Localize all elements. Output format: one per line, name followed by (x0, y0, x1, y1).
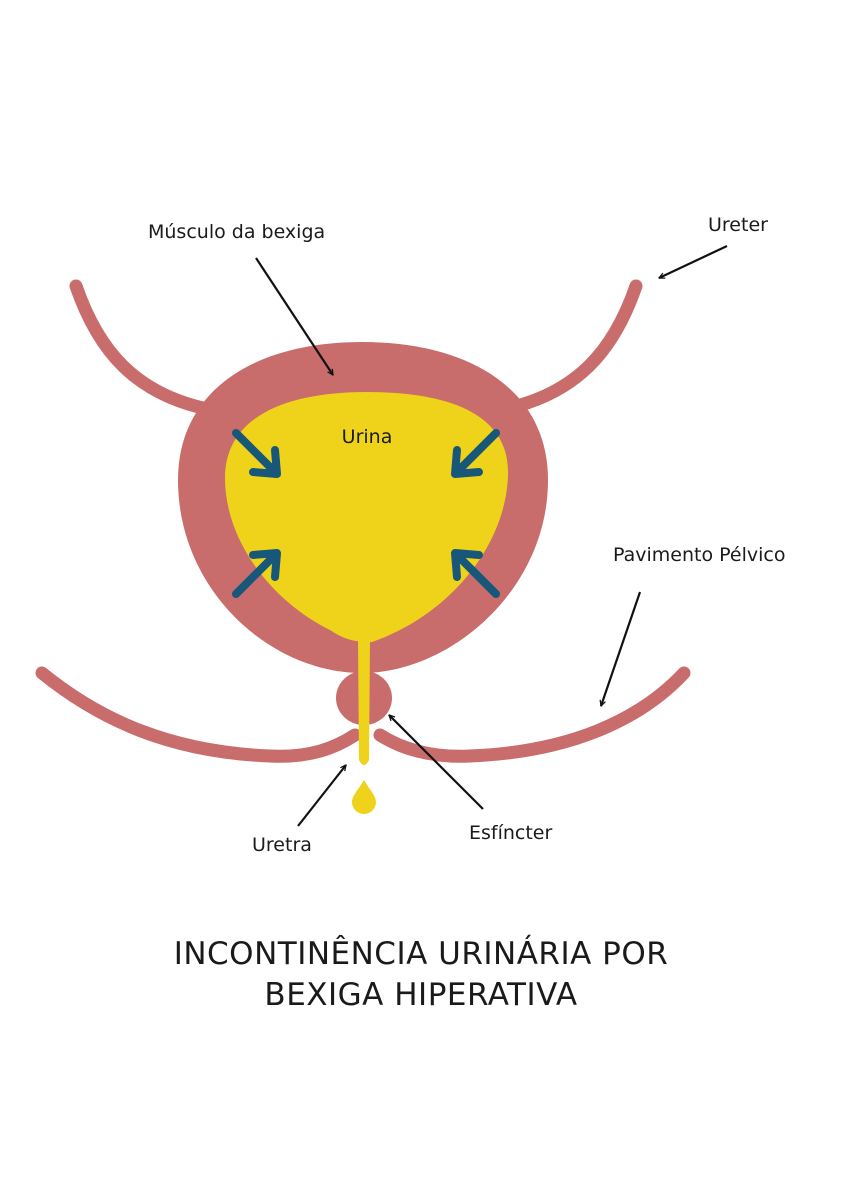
pressure-arrow-bottom-right (451, 549, 500, 598)
label-sphincter: Esfíncter (469, 822, 552, 844)
pelvic-floor-left (35, 666, 362, 763)
pointer-sphincter (389, 715, 484, 810)
label-urethra: Uretra (252, 834, 312, 856)
pelvic-floor-right (373, 666, 691, 763)
pointer-ureter (659, 245, 728, 279)
left-ureter (69, 279, 219, 417)
label-ureter: Ureter (708, 214, 768, 236)
diagram-title-line-2: BEXIGA HIPERATIVA (264, 977, 577, 1013)
pointer-bladder-muscle (255, 257, 334, 375)
pointer-pelvic-floor (601, 591, 642, 706)
urethra (358, 640, 370, 765)
label-bladder-muscle: Músculo da bexiga (148, 221, 325, 243)
diagram-title-line-1: INCONTINÊNCIA URINÁRIA POR (174, 936, 669, 972)
pointer-urethra (297, 765, 346, 827)
pointer-arrows (255, 245, 728, 827)
right-ureter (493, 279, 643, 417)
label-pelvic-floor: Pavimento Pélvico (613, 544, 785, 566)
urine-drop (352, 780, 376, 814)
pressure-arrow-bottom-left (232, 549, 281, 598)
pressure-arrow-top-left (232, 429, 281, 478)
pressure-arrows (232, 429, 500, 598)
pressure-arrow-top-right (451, 429, 500, 478)
urine (225, 392, 509, 642)
label-urine: Urina (342, 426, 393, 448)
